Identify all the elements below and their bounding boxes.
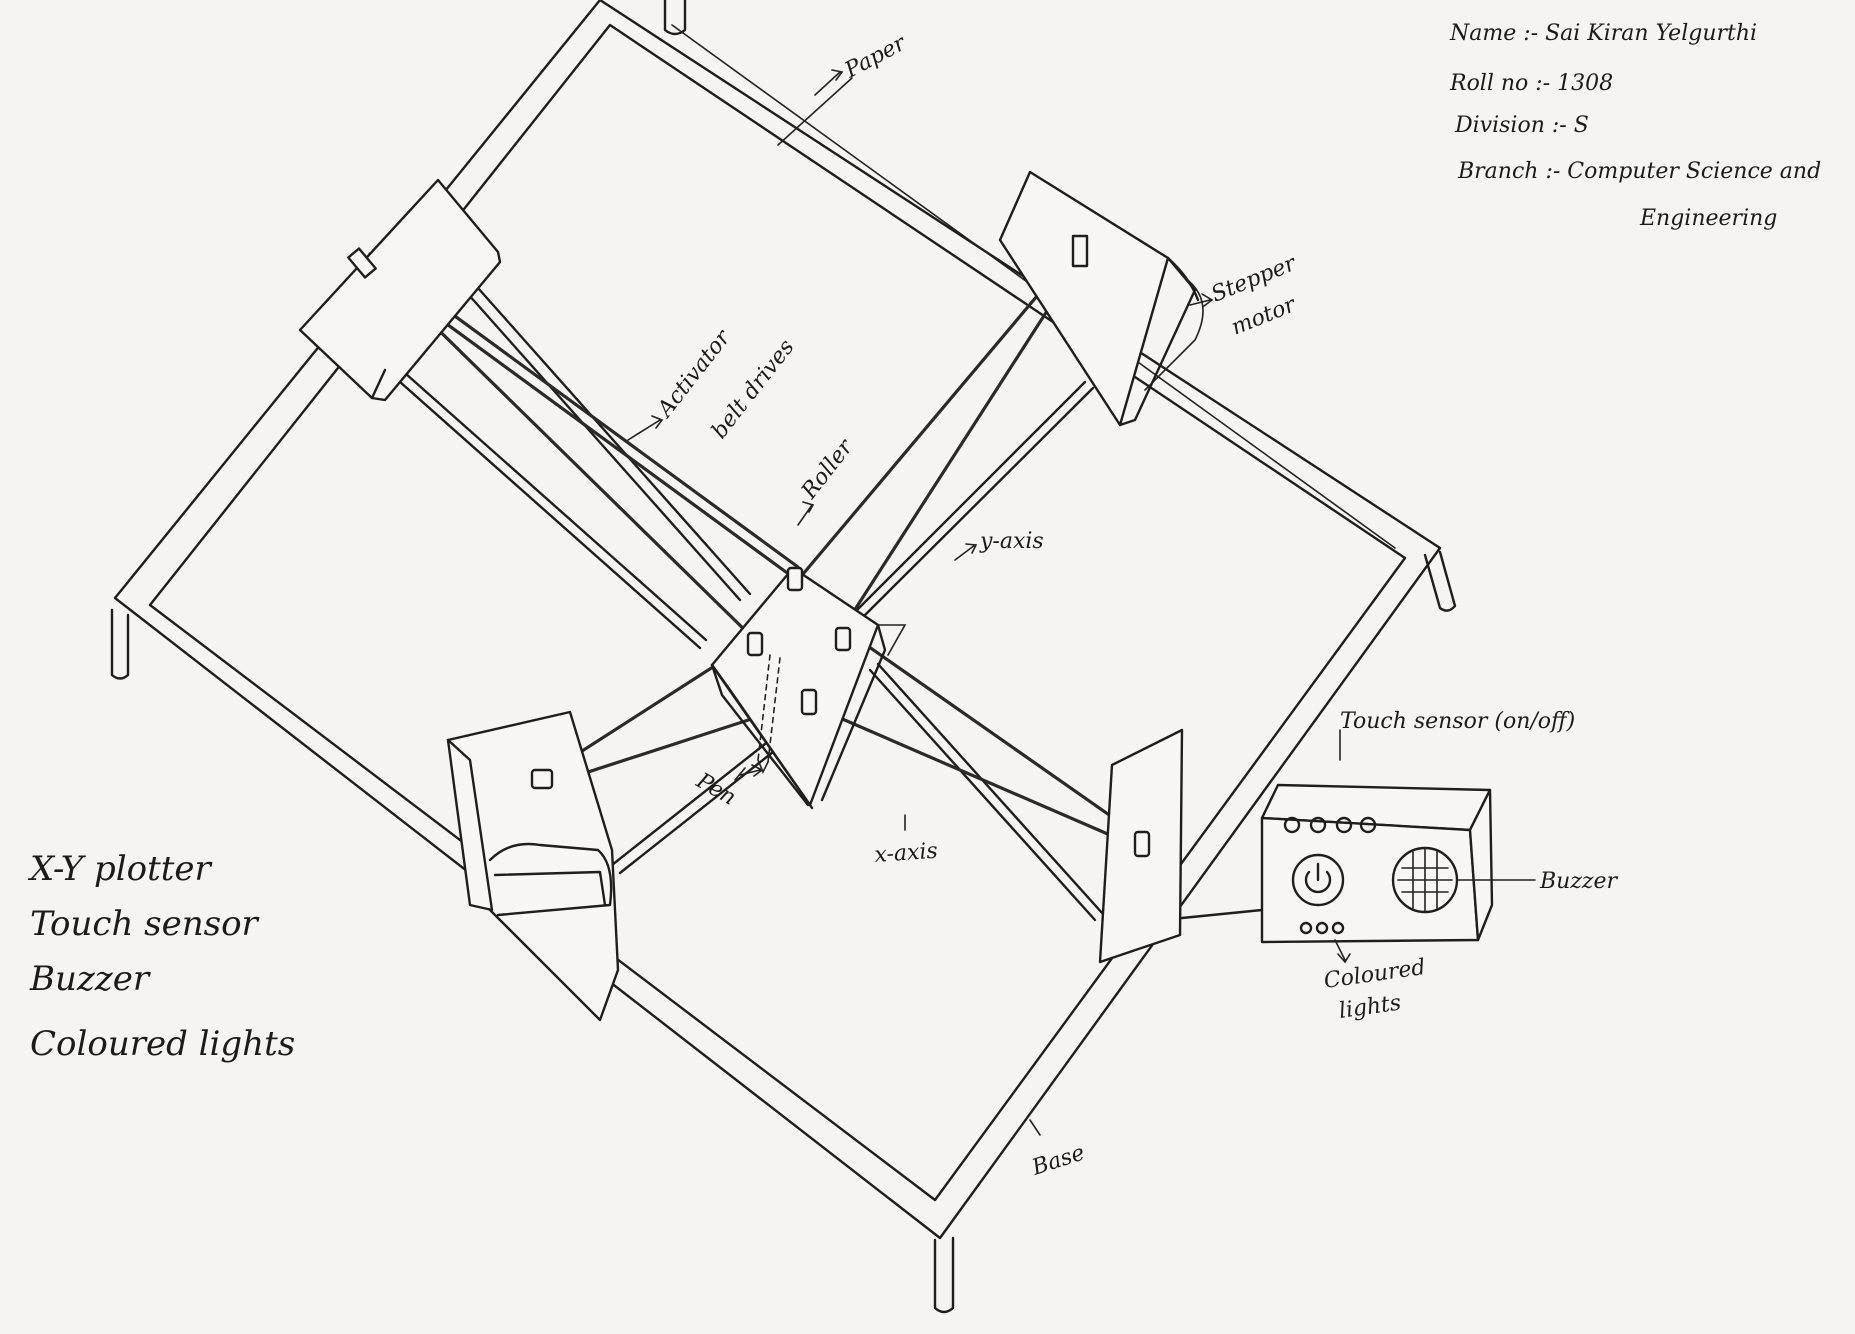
rails (380, 268, 1105, 922)
indicator-light (1335, 816, 1353, 834)
component-item: Touch sensor (30, 904, 260, 944)
division: Division :- S (1454, 113, 1589, 138)
components-list: X-Y plotter Touch sensor Buzzer Coloured… (27, 849, 295, 1064)
stepper-motor-bottom-left (446, 710, 620, 1022)
coloured-light (1331, 921, 1345, 935)
label-pen: Pen (691, 768, 740, 811)
branch-continued: Engineering (1639, 206, 1777, 231)
indicator-light (1309, 816, 1327, 834)
student-name: Name :- Sai Kiran Yelgurthi (1449, 21, 1757, 46)
student-info: Name :- Sai Kiran Yelgurthi Roll no :- 1… (1449, 21, 1821, 231)
component-item: X-Y plotter (27, 849, 213, 889)
pen-carriage (710, 566, 907, 810)
label-y-axis: y-axis (979, 529, 1044, 554)
label-roller: Roller (796, 434, 859, 504)
label-coloured-lights-2: lights (1337, 990, 1402, 1023)
label-paper: Paper (840, 30, 911, 84)
roll-number: Roll no :- 1308 (1449, 71, 1613, 96)
label-coloured-lights: Coloured (1322, 955, 1427, 994)
leader-arrows (627, 69, 1536, 1136)
coloured-light (1299, 921, 1313, 935)
branch: Branch :- Computer Science and (1457, 159, 1821, 184)
coloured-light (1315, 921, 1329, 935)
stepper-motor-top-left (298, 178, 502, 402)
buzzer-grill-icon (1391, 846, 1459, 914)
label-x-axis: x-axis (874, 839, 939, 868)
label-stepper-motor-2: motor (1228, 292, 1301, 341)
stepper-motor-top-right (998, 170, 1204, 427)
indicator-light (1359, 816, 1377, 834)
control-box (1180, 783, 1494, 944)
stepper-motor-bottom-right (1098, 728, 1184, 964)
label-buzzer: Buzzer (1539, 869, 1619, 894)
component-item: Coloured lights (30, 1024, 295, 1064)
component-item: Buzzer (29, 959, 151, 999)
power-icon (1291, 853, 1345, 907)
label-base: Base (1028, 1140, 1088, 1181)
indicator-light (1283, 816, 1301, 834)
label-touch-sensor: Touch sensor (on/off) (1340, 709, 1575, 734)
